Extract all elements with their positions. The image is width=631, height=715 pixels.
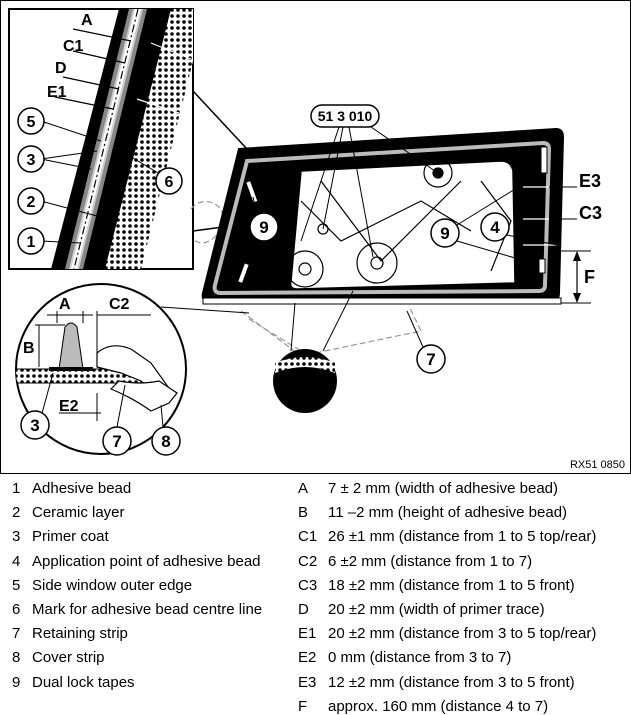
legend-number: 5 [12,576,21,594]
spec-text: 26 ±1 mm (distance from 1 to 5 top/rear) [328,528,597,546]
label-E1: E1 [47,84,67,101]
label-A-section: A [59,296,71,313]
legend-text: Side window outer edge [32,576,193,594]
callout-8: 8 [151,404,181,456]
legend-number: 2 [12,504,21,522]
spec-key: B [298,504,309,522]
spec-text: approx. 160 mm (distance 4 to 7) [328,697,549,715]
label-B: B [23,340,35,357]
legend-text: Application point of adhesive bead [32,552,261,570]
legend-text: Mark for adhesive bead centre line [32,601,263,618]
svg-text:7: 7 [426,350,435,369]
cross-section-detail: A C2 B E2 [15,283,187,455]
legend-text: Dual lock tapes [32,673,135,691]
svg-text:3: 3 [27,152,36,169]
svg-text:7: 7 [112,432,121,451]
spec-key: D [298,601,309,618]
legend-number: 6 [12,601,21,618]
legend-text: Retaining strip [32,625,128,643]
legend-text: Cover strip [32,649,105,667]
svg-text:1: 1 [27,234,36,251]
spec-text: 12 ±2 mm (distance from 3 to 5 front) [328,673,575,691]
callout-1: 1 [17,227,45,255]
spec-key: C3 [298,576,318,594]
label-E2: E2 [59,398,79,415]
spec-text: 20 ±2 mm (width of primer trace) [328,601,545,618]
svg-text:4: 4 [490,218,500,237]
callout-9-right: 9 [430,172,542,266]
label-C3: C3 [579,203,602,223]
technical-figure: A C1 D E1 5 3 2 1 6 [0,0,631,474]
label-C2: C2 [109,296,130,313]
callout-3-section: 3 [20,372,54,440]
svg-text:2: 2 [27,194,36,211]
spec-text: 7 ± 2 mm (width of adhesive bead) [328,480,559,497]
legend: 1 Adhesive bead 2 Ceramic layer 3 Primer coat… [0,476,631,715]
legend-text: Adhesive bead [32,480,132,497]
spec-key: E1 [298,625,317,643]
magnified-inset: A C1 D E1 5 3 2 1 6 [8,8,194,270]
side-window [190,127,565,357]
spec-text: 20 ±2 mm (distance from 3 to 5 top/rear) [328,625,597,643]
label-E3: E3 [579,171,601,191]
callout-7-section: 7 [102,384,132,456]
label-D: D [55,60,67,77]
spec-key: E2 [298,649,317,667]
callout-9-left: 9 [246,196,279,264]
spec-key: C1 [298,528,318,546]
svg-text:8: 8 [161,432,170,451]
spec-text: 0 mm (distance from 3 to 7) [328,649,512,667]
spec-text: 6 ±2 mm (distance from 1 to 7) [328,552,533,570]
legend-number: 1 [12,480,21,497]
spec-key: C2 [298,552,318,570]
svg-text:6: 6 [165,174,174,191]
section-bubble [273,290,354,413]
spec-text: 11 –2 mm (height of adhesive bead) [328,504,568,522]
svg-text:3: 3 [30,416,39,435]
dimension-F: F [561,250,595,304]
label-A: A [81,12,93,29]
callout-7: 7 [406,310,446,374]
figure-reference: RX51 0850 [570,459,625,471]
callout-2: 2 [17,187,45,215]
callout-3-inset: 3 [17,145,45,173]
svg-text:51 3 010: 51 3 010 [318,108,373,124]
label-F: F [584,267,595,287]
legend-number: 8 [12,649,21,667]
callout-5: 5 [17,107,45,135]
callout-6: 6 [155,167,183,195]
legend-text: Ceramic layer [32,504,125,522]
legend-number: 4 [12,552,21,570]
legend-number: 7 [12,625,21,643]
label-C1: C1 [63,38,84,55]
legend-number: 3 [12,528,21,546]
svg-text:9: 9 [259,218,268,237]
spec-key: F [298,697,308,715]
spec-text: 18 ±2 mm (distance from 1 to 5 front) [328,576,575,594]
svg-text:9: 9 [440,224,449,243]
part-number-label: 51 3 010 [300,104,436,258]
spec-key: A [298,480,309,497]
legend-text: Primer coat [32,528,109,546]
svg-text:5: 5 [27,114,36,131]
figure-svg: A C1 D E1 5 3 2 1 6 [8,8,625,471]
callout-4: 4 [480,212,558,246]
spec-key: E3 [298,673,317,691]
legend-number: 9 [12,673,21,691]
